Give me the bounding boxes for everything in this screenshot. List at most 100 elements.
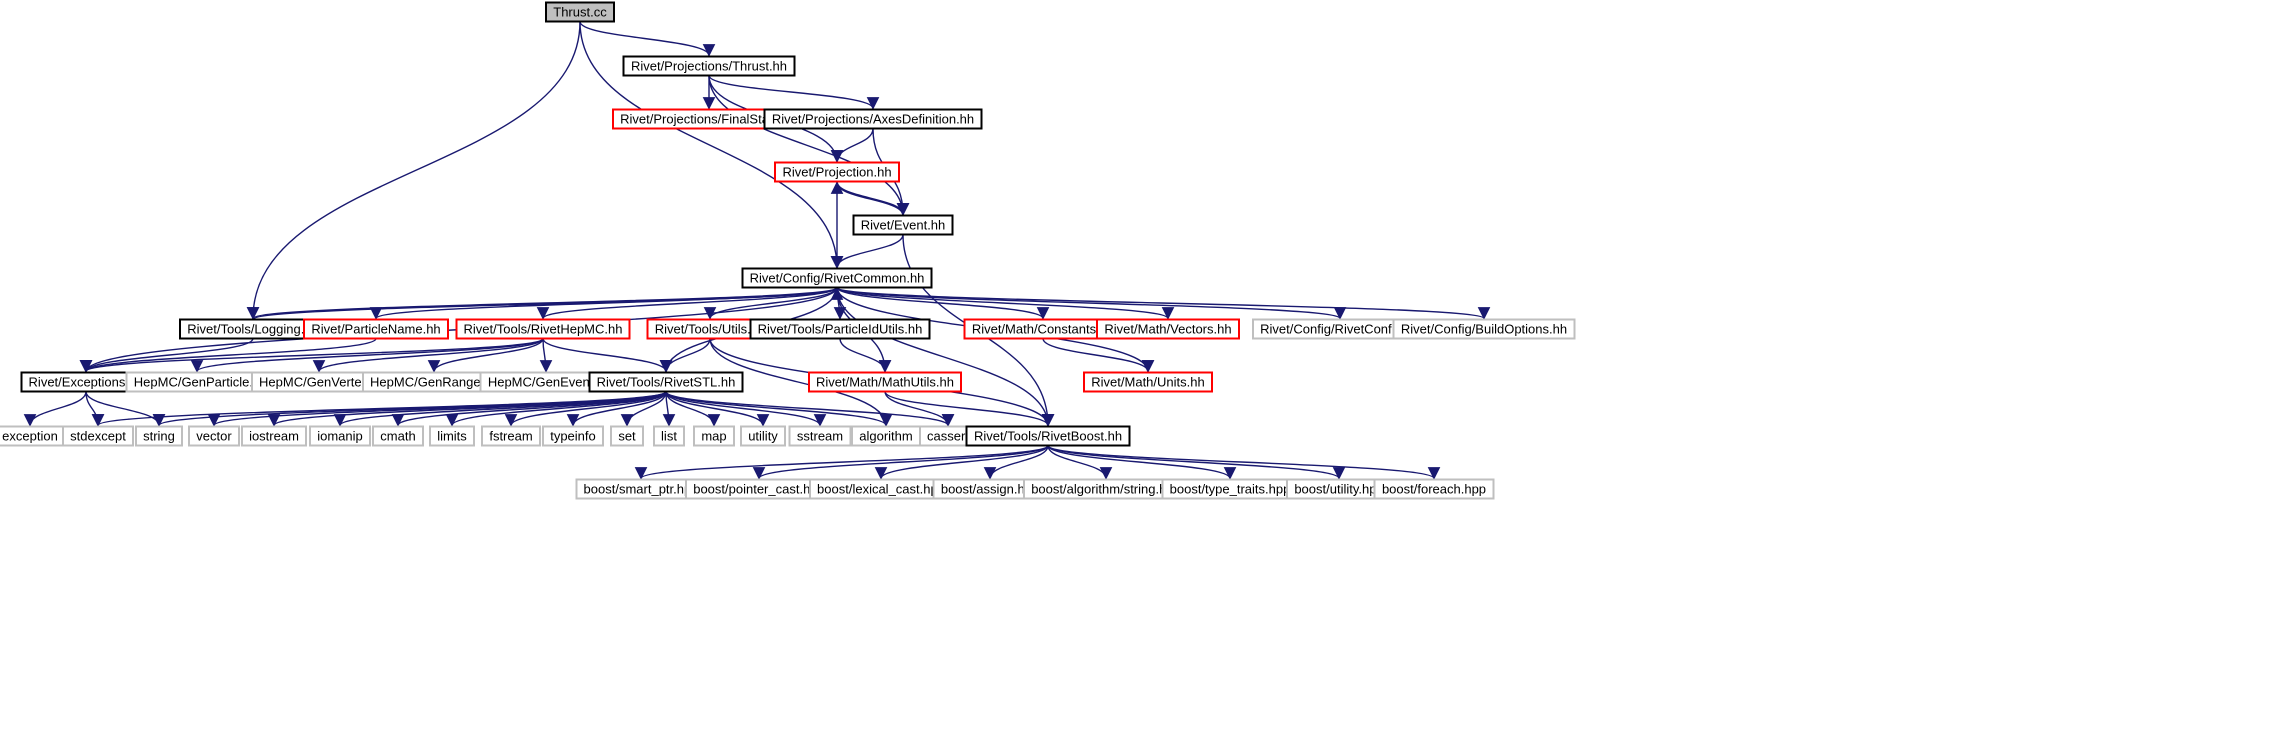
- node-finalstate[interactable]: Rivet/Projections/FinalState.hh: [612, 108, 806, 130]
- node-box[interactable]: [610, 425, 644, 447]
- node-logging[interactable]: Rivet/Tools/Logging.hh: [179, 318, 327, 340]
- edge-rivetstl-to-vector: [208, 390, 667, 427]
- node-box[interactable]: [542, 425, 604, 447]
- node-box[interactable]: [1373, 478, 1495, 500]
- node-label: Thrust.cc: [553, 5, 607, 20]
- node-cmath[interactable]: cmath: [372, 425, 424, 447]
- node-particlename[interactable]: Rivet/ParticleName.hh: [303, 318, 449, 340]
- node-box[interactable]: [188, 425, 240, 447]
- node-box[interactable]: [740, 425, 786, 447]
- node-string[interactable]: string: [135, 425, 183, 447]
- node-box[interactable]: [455, 318, 631, 340]
- node-particleidutils[interactable]: Rivet/Tools/ParticleIdUtils.hh: [749, 318, 931, 340]
- node-label: boost/pointer_cast.hpp: [693, 482, 825, 497]
- node-box[interactable]: [1096, 318, 1240, 340]
- node-axesdef[interactable]: Rivet/Projections/AxesDefinition.hh: [763, 108, 983, 130]
- node-box[interactable]: [1392, 318, 1576, 340]
- node-lexical_cast[interactable]: boost/lexical_cast.hpp: [809, 478, 953, 500]
- node-set[interactable]: set: [610, 425, 644, 447]
- edge-thrust_cc-to-logging: [246, 21, 581, 320]
- node-box[interactable]: [965, 425, 1131, 447]
- node-label: Rivet/Tools/ParticleIdUtils.hh: [758, 322, 923, 337]
- edge-rivetcommon-to-constants: [836, 286, 1050, 320]
- node-box[interactable]: [788, 425, 852, 447]
- node-rivetcommon[interactable]: Rivet/Config/RivetCommon.hh: [741, 267, 933, 289]
- node-box[interactable]: [429, 425, 475, 447]
- node-exception[interactable]: exception: [0, 425, 66, 447]
- node-utility[interactable]: utility: [740, 425, 786, 447]
- node-box[interactable]: [588, 371, 744, 393]
- node-label: Rivet/Tools/Utils.hh: [655, 322, 766, 337]
- node-box[interactable]: [62, 425, 134, 447]
- node-algstring[interactable]: boost/algorithm/string.hpp: [1023, 478, 1189, 500]
- node-event[interactable]: Rivet/Event.hh: [852, 214, 954, 236]
- node-box[interactable]: [481, 425, 541, 447]
- node-box[interactable]: [135, 425, 183, 447]
- node-projection[interactable]: Rivet/Projection.hh: [774, 161, 900, 183]
- node-stdexcept[interactable]: stdexcept: [62, 425, 134, 447]
- node-units[interactable]: Rivet/Math/Units.hh: [1083, 371, 1213, 393]
- node-box[interactable]: [774, 161, 900, 183]
- node-label: fstream: [489, 429, 532, 444]
- node-label: iostream: [249, 429, 299, 444]
- node-map[interactable]: map: [693, 425, 735, 447]
- node-label: cmath: [380, 429, 415, 444]
- node-pointer_cast[interactable]: boost/pointer_cast.hpp: [685, 478, 833, 500]
- node-box[interactable]: [852, 214, 954, 236]
- node-label: Rivet/Tools/Logging.hh: [187, 322, 319, 337]
- node-box[interactable]: [749, 318, 931, 340]
- edge-utils-to-algorithm: [709, 338, 893, 427]
- node-rivethepmc[interactable]: Rivet/Tools/RivetHepMC.hh: [455, 318, 631, 340]
- node-genranges[interactable]: HepMC/GenRanges.h: [362, 371, 506, 393]
- node-mathutils[interactable]: Rivet/Math/MathUtils.hh: [808, 371, 962, 393]
- edge-event-to-rivetcommon: [830, 234, 904, 269]
- node-box[interactable]: [622, 55, 796, 77]
- node-rivetconfig[interactable]: Rivet/Config/RivetConfig.hh: [1252, 318, 1428, 340]
- edge-rivetstl-to-limits: [445, 390, 667, 427]
- edge-rivethepmc-to-genranges: [427, 338, 544, 373]
- node-cassert[interactable]: cassert: [919, 425, 977, 447]
- node-genparticle[interactable]: HepMC/GenParticle.h: [125, 371, 269, 393]
- node-box[interactable]: [545, 1, 615, 23]
- node-box[interactable]: [741, 267, 933, 289]
- node-utils[interactable]: Rivet/Tools/Utils.hh: [646, 318, 774, 340]
- node-vectors[interactable]: Rivet/Math/Vectors.hh: [1096, 318, 1240, 340]
- edge-rivetstl-to-list: [662, 391, 676, 427]
- node-boostutility[interactable]: boost/utility.hpp: [1286, 478, 1392, 500]
- node-fstream[interactable]: fstream: [481, 425, 541, 447]
- node-foreach[interactable]: boost/foreach.hpp: [1373, 478, 1495, 500]
- node-typeinfo[interactable]: typeinfo: [542, 425, 604, 447]
- node-box[interactable]: [372, 425, 424, 447]
- edge-rivetstl-to-cmath: [391, 390, 667, 427]
- node-sstream[interactable]: sstream: [788, 425, 852, 447]
- node-genevent[interactable]: HepMC/GenEvent.h: [479, 371, 613, 393]
- node-iomanip[interactable]: iomanip: [309, 425, 371, 447]
- node-proj_thrust[interactable]: Rivet/Projections/Thrust.hh: [622, 55, 796, 77]
- node-type_traits[interactable]: boost/type_traits.hpp: [1161, 478, 1299, 500]
- node-box[interactable]: [808, 371, 962, 393]
- node-box[interactable]: [1083, 371, 1213, 393]
- node-label: boost/smart_ptr.hpp: [584, 482, 699, 497]
- node-box[interactable]: [693, 425, 735, 447]
- edge-rivetstl-to-fstream: [504, 391, 667, 427]
- node-thrust_cc[interactable]: Thrust.cc: [545, 1, 615, 23]
- node-constants[interactable]: Rivet/Math/Constants.hh: [963, 318, 1123, 340]
- node-rivetboost[interactable]: Rivet/Tools/RivetBoost.hh: [965, 425, 1131, 447]
- node-box[interactable]: [763, 108, 983, 130]
- node-box[interactable]: [303, 318, 449, 340]
- node-box[interactable]: [241, 425, 307, 447]
- node-limits[interactable]: limits: [429, 425, 475, 447]
- node-box[interactable]: [309, 425, 371, 447]
- node-algorithm[interactable]: algorithm: [851, 425, 921, 447]
- node-list[interactable]: list: [653, 425, 685, 447]
- node-vector[interactable]: vector: [188, 425, 240, 447]
- edge-rivetcommon-to-rivetboost: [836, 287, 1055, 427]
- node-rivetstl[interactable]: Rivet/Tools/RivetSTL.hh: [588, 371, 744, 393]
- node-buildoptions[interactable]: Rivet/Config/BuildOptions.hh: [1392, 318, 1576, 340]
- node-iostream[interactable]: iostream: [241, 425, 307, 447]
- node-label: boost/lexical_cast.hpp: [817, 482, 945, 497]
- node-box[interactable]: [653, 425, 685, 447]
- edge-rivethepmc-to-exceptions: [80, 337, 544, 373]
- node-label: boost/algorithm/string.hpp: [1031, 482, 1181, 497]
- edge-rivetboost-to-foreach: [1047, 444, 1441, 480]
